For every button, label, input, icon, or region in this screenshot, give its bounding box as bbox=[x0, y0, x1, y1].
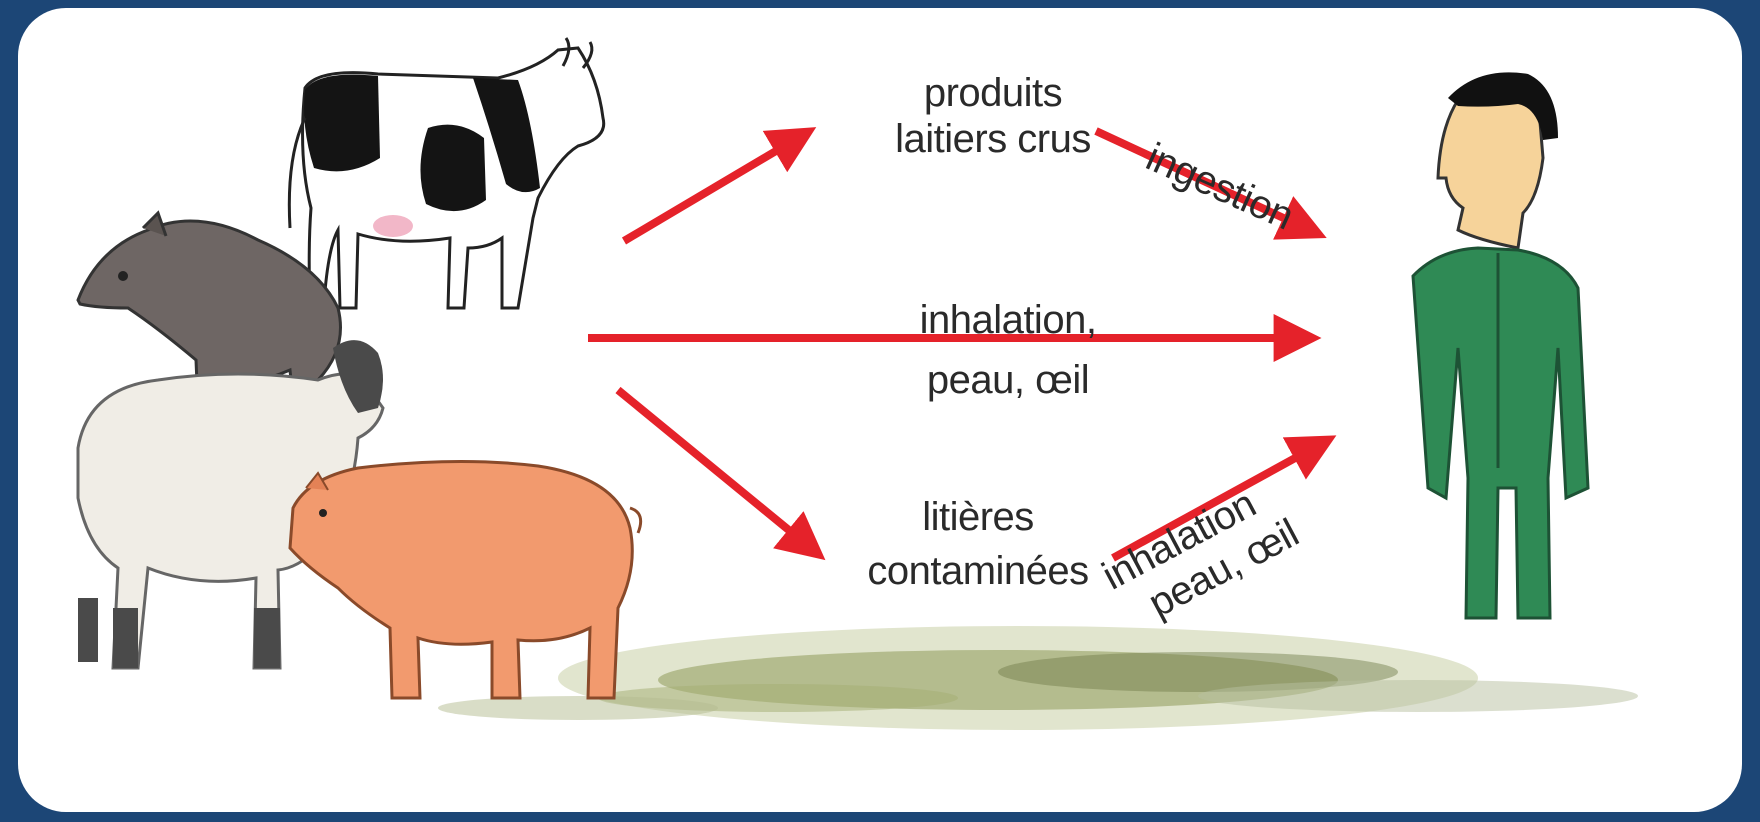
label-inhalation-mid-line-2: peau, œil bbox=[858, 350, 1158, 410]
label-litter-line-2: contaminées bbox=[848, 544, 1108, 598]
diagram-panel: produits laitiers crus ingestion inhalat… bbox=[18, 8, 1742, 812]
label-litter: litières contaminées bbox=[848, 490, 1108, 598]
label-dairy-line-1: produits bbox=[843, 70, 1143, 116]
label-inhalation-mid-line-1: inhalation, bbox=[858, 290, 1158, 350]
arrow-to-dairy bbox=[624, 132, 808, 241]
arrow-to-litter bbox=[618, 390, 818, 554]
label-litter-line-1: litières bbox=[848, 490, 1108, 544]
label-inhalation-mid: inhalation, peau, œil bbox=[858, 290, 1158, 410]
label-dairy-line-2: laitiers crus bbox=[843, 116, 1143, 162]
pig-icon bbox=[290, 461, 641, 698]
person-icon bbox=[1413, 72, 1588, 618]
label-dairy-products: produits laitiers crus bbox=[843, 70, 1143, 162]
cow-icon bbox=[289, 38, 603, 308]
